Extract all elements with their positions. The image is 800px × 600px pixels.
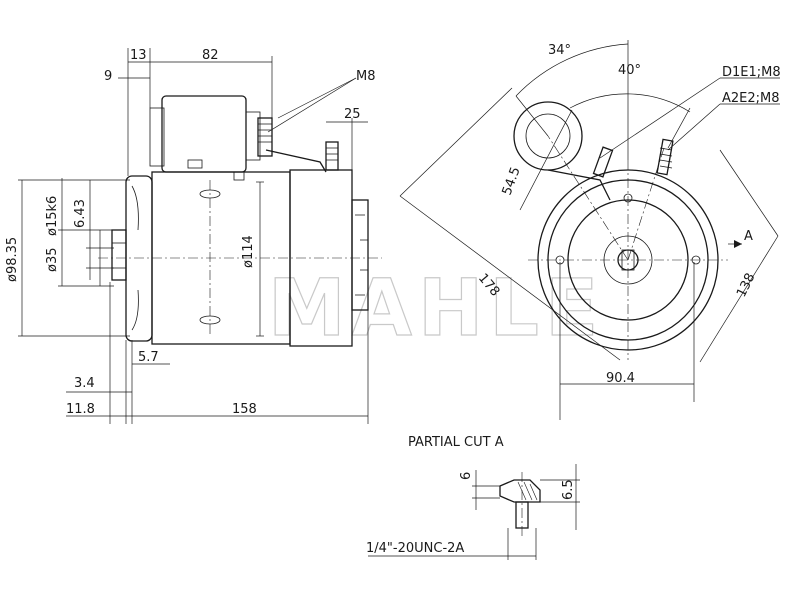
dim-d15k6: ø15k6 <box>45 196 60 236</box>
partial-cut-a: PARTIAL CUT A 6 6.5 1/4"-20UNC-2A <box>366 435 580 560</box>
dim-158: 158 <box>232 402 257 417</box>
rear-cap <box>351 199 369 311</box>
dim-25: 25 <box>344 107 361 122</box>
terminal-stud-2 <box>325 141 339 171</box>
section-a-label: A <box>744 229 753 244</box>
dim-13: 13 <box>130 48 147 63</box>
dim-138: 138 <box>734 271 758 300</box>
dim-5-7: 5.7 <box>138 350 159 365</box>
dim-90-4: 90.4 <box>606 371 635 386</box>
dim-d114: ø114 <box>241 235 256 268</box>
dim-54-5: 54.5 <box>500 165 524 197</box>
dim-11-8: 11.8 <box>66 402 95 417</box>
dim-6-43: 6.43 <box>73 199 88 228</box>
end-view: 34° 40° D1E1;M8 A2E2;M8 54.5 178 138 90.… <box>399 40 781 420</box>
cut-section <box>499 479 541 503</box>
dim-d35: ø35 <box>45 248 60 273</box>
angle-34: 34° <box>548 43 571 58</box>
dim-3-4: 3.4 <box>74 376 95 391</box>
dim-82: 82 <box>202 48 219 63</box>
partial-cut-title: PARTIAL CUT A <box>408 435 504 450</box>
terminal-a2e2 <box>656 138 674 176</box>
terminal-d1e1 <box>592 146 614 178</box>
dim-d98-35: ø98.35 <box>5 237 20 282</box>
watermark: MAHLE <box>268 264 604 354</box>
label-m8: M8 <box>356 69 376 84</box>
solenoid-box <box>161 95 247 173</box>
terminal-stud <box>257 117 273 157</box>
label-d1e1: D1E1;M8 <box>722 65 781 80</box>
dim-6: 6 <box>459 472 474 480</box>
front-end-cap <box>125 175 153 342</box>
dim-6-5: 6.5 <box>561 479 576 500</box>
angle-40: 40° <box>618 63 641 78</box>
dim-9: 9 <box>104 69 112 84</box>
shaft-flange <box>111 229 127 281</box>
thread-label: 1/4"-20UNC-2A <box>366 541 464 556</box>
side-view: 13 82 9 M8 25 ø114 ø98.35 ø15k6 6.43 ø35… <box>5 48 382 424</box>
solenoid-cover <box>149 107 165 167</box>
label-a2e2: A2E2;M8 <box>722 91 780 106</box>
